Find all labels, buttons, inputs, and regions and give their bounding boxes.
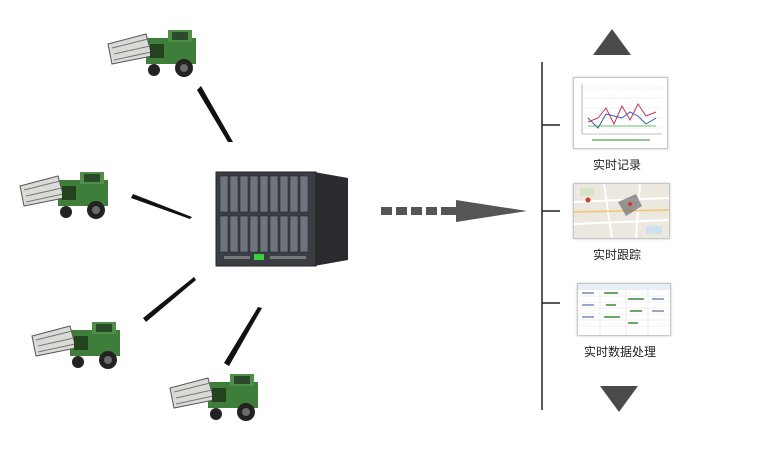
map-thumbnail[interactable] xyxy=(573,183,670,239)
table-thumbnail-drawing xyxy=(578,284,670,335)
combine-harvester-icon xyxy=(31,322,120,369)
link-mid-left xyxy=(131,194,192,219)
link-top-left xyxy=(197,86,233,142)
combine-harvester-icon xyxy=(107,30,196,77)
map-thumbnail-drawing xyxy=(574,184,669,238)
panel-label-realtime-record: 实时记录 xyxy=(592,158,641,172)
data-table-thumbnail[interactable] xyxy=(577,283,671,336)
triangle-up-icon[interactable] xyxy=(592,28,632,56)
chart-thumbnail-drawing xyxy=(574,78,667,148)
line-chart-thumbnail[interactable] xyxy=(573,77,668,149)
combine-harvester-icon xyxy=(19,172,108,219)
panel-label-realtime-tracking: 实时跟踪 xyxy=(592,248,641,262)
dashed-arrow xyxy=(381,200,527,222)
blade-server-rack-icon xyxy=(215,171,348,267)
link-bottom-mid xyxy=(224,307,262,366)
panel-label-realtime-data-processing: 实时数据处理 xyxy=(583,345,656,359)
triangle-down-icon[interactable] xyxy=(599,385,639,413)
link-bottom-left xyxy=(143,277,196,322)
combine-harvester-icon xyxy=(169,374,258,421)
